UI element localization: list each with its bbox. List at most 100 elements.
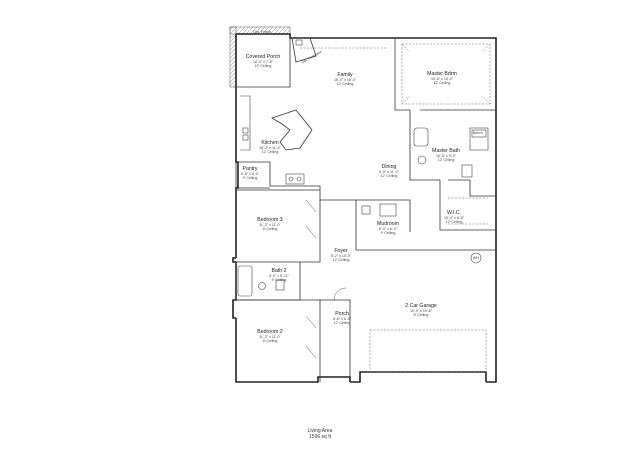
wic-wall bbox=[439, 180, 496, 231]
garage-wall bbox=[320, 199, 496, 251]
svg-text:Dining: Dining bbox=[382, 164, 397, 170]
svg-text:Bedroom 2: Bedroom 2 bbox=[257, 329, 282, 335]
svg-text:12' Ceiling: 12' Ceiling bbox=[446, 220, 463, 224]
svg-text:Master Bdrm: Master Bdrm bbox=[427, 71, 457, 77]
firepit-icon bbox=[295, 39, 303, 46]
covered-porch-outline bbox=[236, 34, 291, 88]
svg-text:Foyer: Foyer bbox=[334, 248, 348, 254]
svg-text:11'-2" x 11'-0": 11'-2" x 11'-0" bbox=[259, 335, 281, 339]
svg-text:8'-0" x 5'-11": 8'-0" x 5'-11" bbox=[269, 274, 290, 278]
svg-text:9' Ceiling: 9' Ceiling bbox=[381, 231, 396, 235]
vanity-icon bbox=[461, 164, 473, 178]
svg-text:Family: Family bbox=[337, 72, 353, 78]
bedroom2-wall bbox=[236, 299, 321, 382]
svg-text:12' Ceiling: 12' Ceiling bbox=[337, 82, 354, 86]
room-label-family: Family 16'-0" x 18'-0" 12' Ceiling bbox=[334, 72, 357, 86]
bath2-toilet-icon bbox=[258, 282, 266, 290]
room-label-opt-firepit: Opt. Firepit bbox=[253, 30, 271, 34]
mudroom-wall bbox=[356, 199, 411, 232]
living-area-value: 1596 sq ft bbox=[309, 434, 331, 440]
svg-text:Porch: Porch bbox=[335, 311, 349, 317]
svg-text:9' Ceiling: 9' Ceiling bbox=[263, 227, 278, 231]
bench-icon bbox=[471, 129, 487, 138]
svg-text:8' Ceiling: 8' Ceiling bbox=[414, 313, 429, 317]
porch-hatch-left bbox=[229, 26, 237, 88]
living-area-caption: Living Area 1596 sq ft bbox=[0, 428, 640, 440]
svg-text:Kitchen: Kitchen bbox=[261, 140, 278, 146]
room-label-pantry: Pantry 5'-6" x 4'-0" 9' Ceiling bbox=[241, 166, 260, 180]
room-label-mudroom: Mudroom 8'-0" x 6'-0" 9' Ceiling bbox=[377, 221, 399, 235]
svg-text:9' Ceiling: 9' Ceiling bbox=[272, 278, 287, 282]
shower-icon bbox=[469, 127, 489, 151]
room-label-dining: Dining 9'-0" x 11'-0" 12' Ceiling bbox=[379, 164, 400, 178]
room-label-foyer: Foyer 5'-2" x 10'-0" 12' Ceiling bbox=[331, 248, 352, 262]
room-label-porch: Porch 6'-6" x 6'-0" 12' Ceiling bbox=[333, 311, 352, 325]
svg-text:19'-0" x 19'-8": 19'-0" x 19'-8" bbox=[410, 309, 433, 313]
room-label-wic: W.I.C. 10'-4" x 6'-8" 12' Ceiling bbox=[444, 210, 465, 224]
svg-text:11'-2" x 11'-0": 11'-2" x 11'-0" bbox=[259, 223, 281, 227]
room-label-master-bdrm: Master Bdrm 15'-6" x 15'-0" 12' Ceiling bbox=[427, 71, 457, 85]
range-icon bbox=[285, 173, 305, 185]
room-label-covered-porch: Covered Porch 14'-0" x 7'-6" 12' Ceiling bbox=[246, 54, 281, 68]
master-bath-wall bbox=[409, 110, 496, 197]
kitchen-counter bbox=[240, 95, 251, 151]
kitchen-wall bbox=[236, 161, 321, 190]
svg-text:10'-4" x 6'-8": 10'-4" x 6'-8" bbox=[444, 216, 465, 220]
svg-text:9' Ceiling: 9' Ceiling bbox=[263, 339, 278, 343]
svg-text:15'-6" x 15'-0": 15'-6" x 15'-0" bbox=[431, 77, 454, 81]
room-label-bedroom3: Bedroom 3 11'-2" x 11'-0" 9' Ceiling bbox=[257, 217, 282, 231]
bath2-wall bbox=[235, 262, 301, 301]
svg-text:Mudroom: Mudroom bbox=[377, 221, 399, 227]
svg-text:2 Car Garage: 2 Car Garage bbox=[405, 303, 437, 309]
room-label-fireplace: Opt. Fireplace bbox=[301, 50, 323, 65]
svg-text:10'-8" x 9'-0": 10'-8" x 9'-0" bbox=[436, 154, 457, 158]
room-label-kitchen: Kitchen 18'-2" x 11'-0" 12' Ceiling bbox=[259, 140, 282, 154]
svg-text:Bath 2: Bath 2 bbox=[272, 268, 287, 274]
svg-text:5'-2" x 10'-0": 5'-2" x 10'-0" bbox=[331, 254, 352, 258]
svg-text:12' Ceiling: 12' Ceiling bbox=[434, 81, 451, 85]
room-label-bench: Bench bbox=[473, 131, 483, 135]
front-door bbox=[333, 287, 347, 301]
svg-text:12' Ceiling: 12' Ceiling bbox=[334, 321, 351, 325]
svg-text:9' Ceiling: 9' Ceiling bbox=[243, 176, 258, 180]
toilet-icon bbox=[417, 155, 427, 165]
pantry-wall bbox=[235, 162, 270, 189]
room-label-master-bath: Master Bath 10'-8" x 9'-0" 12' Ceiling bbox=[432, 148, 460, 162]
master-bdrm-wall bbox=[394, 38, 496, 111]
bedroom3-wall bbox=[236, 189, 321, 263]
room-label-garage: 2 Car Garage 19'-0" x 19'-8" 8' Ceiling bbox=[405, 303, 437, 317]
porch-wall bbox=[320, 299, 351, 377]
svg-text:Covered Porch: Covered Porch bbox=[246, 54, 281, 60]
washer-icon bbox=[379, 203, 397, 217]
svg-text:12' Ceiling: 12' Ceiling bbox=[381, 174, 398, 178]
bath2-tub-icon bbox=[237, 265, 253, 297]
sink-icon bbox=[361, 205, 371, 215]
garage-door-outline bbox=[369, 329, 487, 373]
bath2-sink-icon bbox=[275, 279, 285, 291]
svg-text:12' Ceiling: 12' Ceiling bbox=[262, 150, 279, 154]
svg-text:Pantry: Pantry bbox=[243, 166, 258, 172]
room-label-wh: WH bbox=[473, 256, 479, 260]
fireplace-icon bbox=[291, 37, 317, 63]
svg-text:Master Bath: Master Bath bbox=[432, 148, 460, 154]
kitchen-island bbox=[271, 109, 313, 151]
svg-text:12' Ceiling: 12' Ceiling bbox=[255, 64, 272, 68]
svg-text:9'-0" x 11'-0": 9'-0" x 11'-0" bbox=[379, 170, 400, 174]
svg-text:16'-0" x 18'-0": 16'-0" x 18'-0" bbox=[334, 78, 357, 82]
svg-text:5'-6" x 4'-0": 5'-6" x 4'-0" bbox=[241, 172, 260, 176]
room-label-bedroom2: Bedroom 2 11'-2" x 11'-0" 9' Ceiling bbox=[257, 329, 282, 343]
svg-text:14'-0" x 7'-6": 14'-0" x 7'-6" bbox=[253, 60, 274, 64]
svg-text:W.I.C.: W.I.C. bbox=[447, 210, 461, 216]
room-label-bath2: Bath 2 8'-0" x 5'-11" 9' Ceiling bbox=[269, 268, 290, 282]
svg-text:12' Ceiling: 12' Ceiling bbox=[333, 258, 350, 262]
svg-text:6'-6" x 6'-0": 6'-6" x 6'-0" bbox=[333, 317, 352, 321]
svg-text:18'-2" x 11'-0": 18'-2" x 11'-0" bbox=[259, 146, 282, 150]
water-heater-icon bbox=[470, 252, 482, 264]
svg-text:Bedroom 3: Bedroom 3 bbox=[257, 217, 282, 223]
svg-text:12' Ceiling: 12' Ceiling bbox=[438, 158, 455, 162]
master-tub-icon bbox=[413, 127, 429, 147]
living-area-label: Living Area bbox=[307, 428, 333, 434]
svg-text:8'-0" x 6'-0": 8'-0" x 6'-0" bbox=[379, 227, 398, 231]
